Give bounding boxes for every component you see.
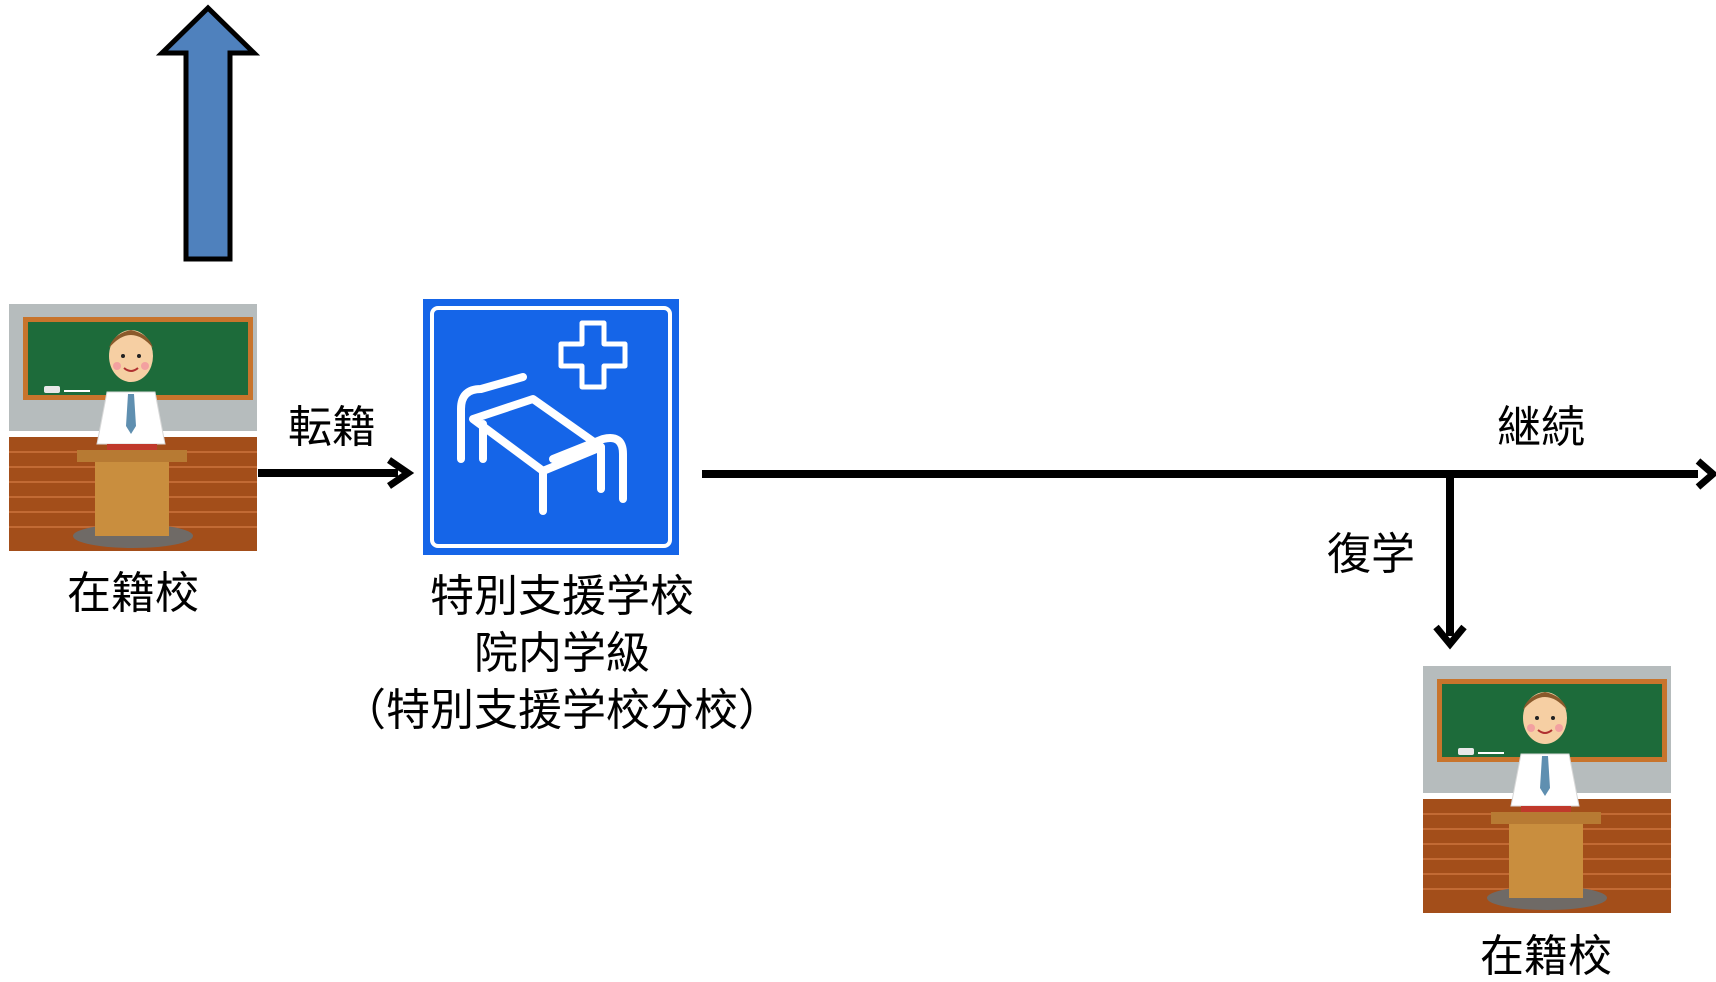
hospital-class-label-line-1: 特別支援学校 xyxy=(430,571,694,622)
teacher-classroom-icon xyxy=(1423,666,1671,913)
home-school-right-label: 在籍校 xyxy=(1480,931,1612,982)
transfer-arrow xyxy=(258,457,415,489)
hospital-class-label-line-2: 院内学級 xyxy=(474,628,650,679)
teacher-classroom-icon xyxy=(9,304,257,551)
hospital-class-label: 特別支援学校 院内学級 （特別支援学校分校） xyxy=(342,568,782,739)
hospital-bed-sign-icon xyxy=(423,299,679,555)
home-school-left-label: 在籍校 xyxy=(67,568,199,619)
continue-arrow xyxy=(702,458,1716,490)
hospital-class-label-line-3: （特別支援学校分校） xyxy=(342,685,782,736)
transfer-label: 転籍 xyxy=(288,402,376,453)
return-to-school-label: 復学 xyxy=(1327,529,1415,580)
return-arrow xyxy=(1433,474,1467,650)
up-arrow xyxy=(155,4,261,262)
continue-label: 継続 xyxy=(1497,402,1585,453)
